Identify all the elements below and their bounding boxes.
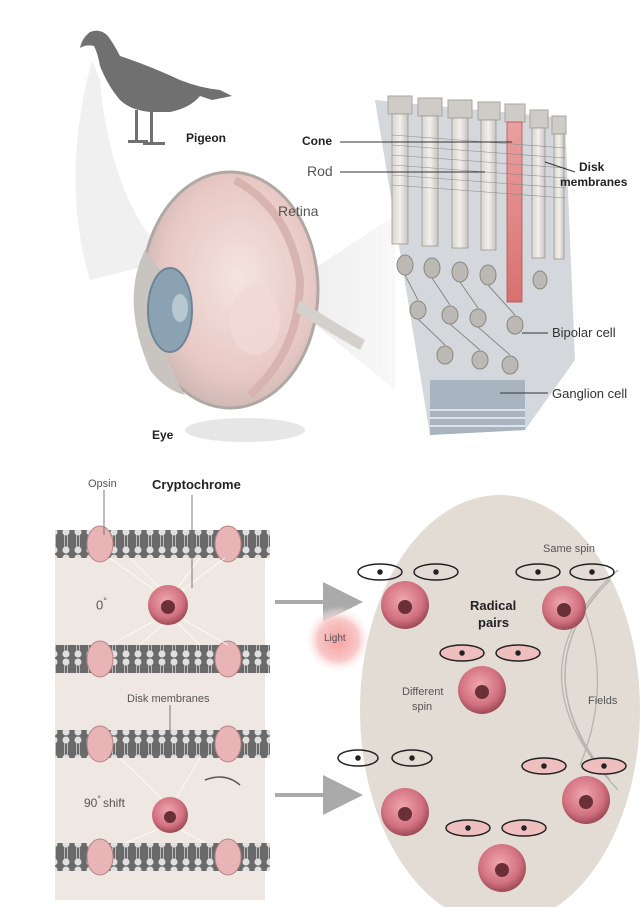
label-eye: Eye (152, 428, 173, 442)
label-radical-pairs-line2: pairs (478, 615, 509, 630)
label-light: Light (324, 633, 346, 644)
label-rod: Rod (307, 163, 333, 179)
cryptochrome-mechanism-svg (0, 450, 641, 907)
angle-zero-degree: ° (103, 596, 107, 606)
label-ninety-shift: 90°shift (84, 794, 125, 810)
cone-cell (507, 122, 522, 302)
label-bipolar-cell: Bipolar cell (552, 325, 616, 340)
label-disk-membranes-line2: membranes (560, 175, 627, 189)
label-angle-zero: 0° (96, 596, 107, 612)
retina-illustration-svg (0, 0, 641, 450)
cryptochrome-molecule-90deg (152, 797, 188, 833)
angle-ninety-value: 90 (84, 796, 97, 810)
label-different-spin-line2: spin (412, 701, 432, 713)
label-cryptochrome: Cryptochrome (152, 477, 241, 492)
retina-illustration-panel: Pigeon Eye Retina Cone Rod Disk membrane… (0, 0, 641, 450)
label-disk-membranes-line1: Disk (579, 160, 604, 174)
label-ganglion-cell: Ganglion cell (552, 386, 627, 401)
label-retina: Retina (278, 203, 318, 219)
label-opsin: Opsin (88, 478, 117, 490)
label-different-spin-line1: Different (402, 686, 443, 698)
retina-tissue-block (375, 96, 575, 435)
cryptochrome-mechanism-panel: Opsin Cryptochrome 0° Disk membranes 90°… (0, 450, 641, 907)
label-radical-pairs-line1: Radical (470, 598, 516, 613)
shift-word: shift (103, 796, 125, 810)
label-cone: Cone (302, 134, 332, 148)
label-fields: Fields (588, 695, 617, 707)
angle-ninety-degree: ° (97, 794, 101, 804)
label-pigeon: Pigeon (186, 131, 226, 145)
label-disk-membranes: Disk membranes (127, 693, 210, 705)
label-same-spin: Same spin (543, 543, 595, 555)
cryptochrome-molecule-0deg (148, 585, 188, 625)
